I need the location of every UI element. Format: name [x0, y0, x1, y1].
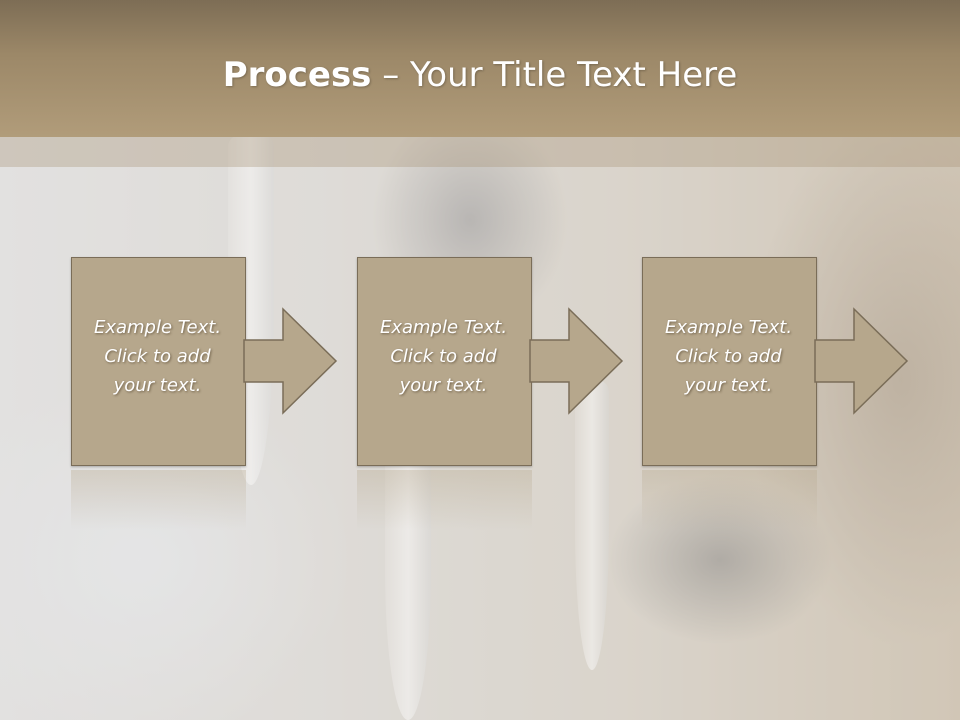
step-reflection — [357, 470, 532, 530]
process-step-3[interactable]: Example Text. Click to add your text. — [642, 257, 909, 466]
arrow-shape — [243, 307, 338, 415]
step-arrow — [243, 307, 338, 415]
step-box — [357, 257, 532, 466]
arrow-shape — [814, 307, 909, 415]
step-text[interactable]: Example Text. Click to add your text. — [93, 317, 222, 396]
step-arrow — [814, 307, 909, 415]
process-step-1[interactable]: Example Text. Click to add your text. — [71, 257, 338, 466]
step-reflection — [642, 470, 817, 530]
step-reflection — [71, 470, 246, 530]
title-bar — [0, 0, 960, 137]
step-text[interactable]: Example Text. Click to add your text. — [379, 317, 508, 396]
icicle-decoration — [575, 380, 609, 670]
slide-title-rest: – Your Title Text Here — [371, 55, 738, 95]
title-bar-shadow — [0, 137, 960, 167]
process-step-2[interactable]: Example Text. Click to add your text. — [357, 257, 624, 466]
step-text[interactable]: Example Text. Click to add your text. — [664, 317, 793, 396]
step-box — [642, 257, 817, 466]
icicle-decoration — [385, 420, 431, 720]
arrow-shape — [529, 307, 624, 415]
slide-title-bold: Process — [222, 55, 372, 95]
step-arrow — [529, 307, 624, 415]
slide-title[interactable]: Process – Your Title Text Here — [0, 52, 960, 98]
step-box — [71, 257, 246, 466]
